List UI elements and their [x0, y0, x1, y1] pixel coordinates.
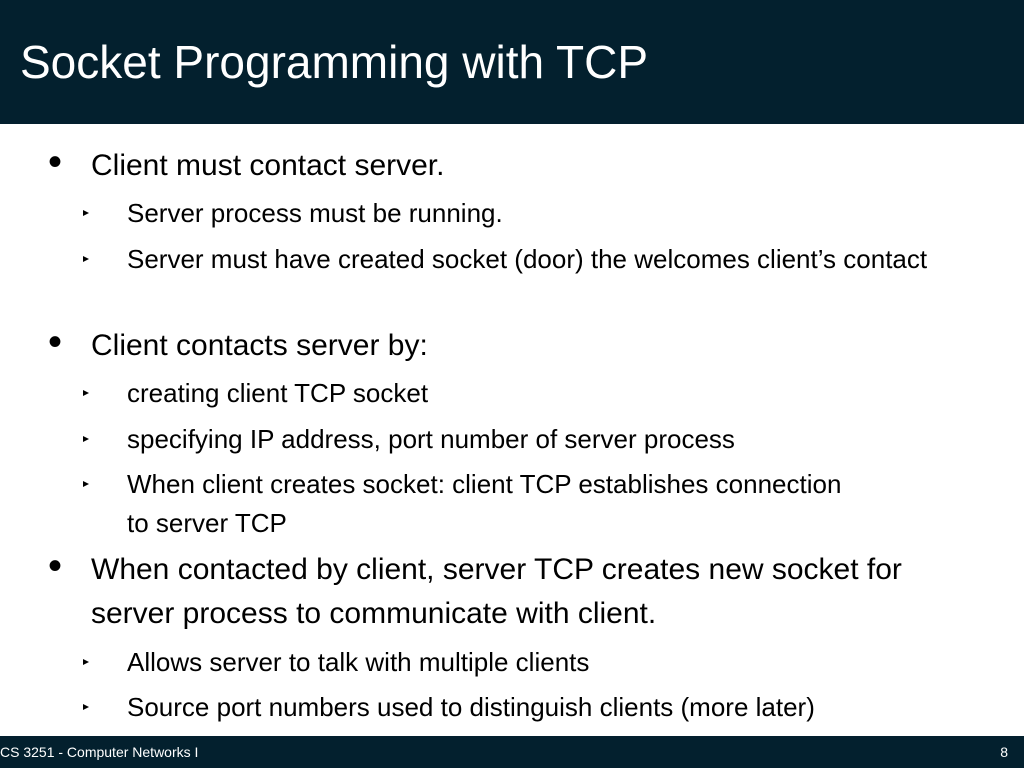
sub-bullet-arrow-icon [83, 390, 89, 396]
sub-bullet-arrow-icon [83, 481, 89, 487]
sub-bullet-text: Server process must be running. [127, 198, 503, 228]
slide-title: Socket Programming with TCP [20, 36, 649, 88]
bullet-dot-icon: • [48, 320, 63, 364]
sub-bullet-arrow-icon [83, 256, 89, 262]
slide-header: Socket Programming with TCP [0, 0, 1024, 124]
sub-bullet-text: When client creates socket: client TCP e… [127, 469, 842, 538]
page-number: 8 [1000, 744, 1008, 760]
slide-footer: CS 3251 - Computer Networks I 8 [0, 736, 1024, 768]
bullet-text: When contacted by client, server TCP cre… [91, 553, 902, 630]
sub-bullet-arrow-icon [83, 659, 89, 665]
sub-bullet-text: Source port numbers used to distinguish … [127, 692, 815, 722]
sub-bullet-arrow-icon [83, 704, 89, 710]
sub-bullet-arrow-icon [83, 210, 89, 216]
bullet-dot-icon: • [48, 544, 63, 588]
bullet-text: Client must contact server. [91, 149, 445, 182]
course-label: CS 3251 - Computer Networks I [0, 744, 199, 760]
bullet-text: Client contacts server by: [91, 329, 428, 362]
sub-bullet-text: Server must have created socket (door) t… [127, 244, 928, 274]
sub-bullet-arrow-icon [83, 436, 89, 442]
bullet-dot-icon: • [48, 140, 63, 184]
sub-bullet-text: creating client TCP socket [127, 378, 429, 408]
sub-bullet-text: Allows server to talk with multiple clie… [127, 647, 590, 677]
sub-bullet-text: specifying IP address, port number of se… [127, 424, 735, 454]
